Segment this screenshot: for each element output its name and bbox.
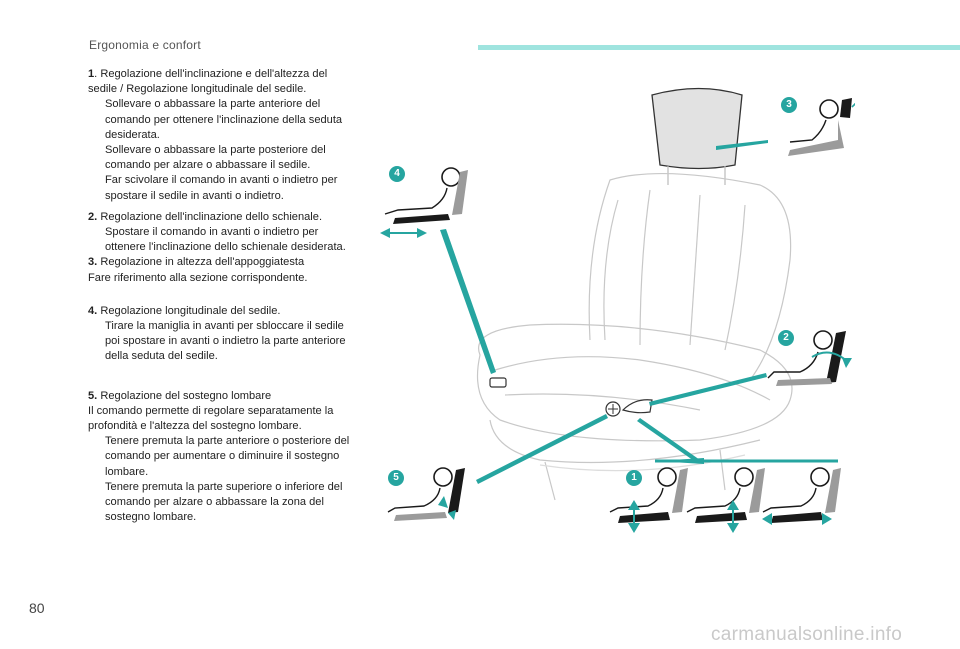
section-body: Fare riferimento alla sezione corrispond… <box>88 271 308 284</box>
pictogram-seat-height <box>686 467 765 533</box>
seat-position-control <box>621 399 653 414</box>
watermark: carmanualsonline.info <box>711 624 903 645</box>
badge-5: 5 <box>388 470 404 486</box>
pictogram-lumbar <box>387 467 465 521</box>
section-title: Regolazione longitudinale del sedile. <box>97 304 281 317</box>
badge-2: 2 <box>778 330 794 346</box>
bullet-item: Tenere premuta la parte anteriore o post… <box>105 435 350 478</box>
section-title: . Regolazione dell'inclinazione e dell'a… <box>88 68 328 96</box>
badge-1: 1 <box>626 470 642 486</box>
section-number: 1 <box>88 68 95 80</box>
section-number: 4. <box>88 304 98 317</box>
section-3: 3. Regolazione in altezza dell'appoggiat… <box>88 255 350 285</box>
section-4: 4. Regolazione longitudinale del sedile.… <box>88 304 350 365</box>
bullet-item: Far scivolare il comando in avanti o ind… <box>105 174 338 202</box>
section-2: 2. Regolazione dell'inclinazione dello s… <box>88 210 350 256</box>
section-number: 3. <box>88 256 98 269</box>
pictogram-backrest <box>767 330 852 386</box>
bullet-item: Sollevare o abbassare la parte posterior… <box>105 144 326 172</box>
section-header: Ergonomia e confort <box>89 38 201 52</box>
bullet-item: Sollevare o abbassare la parte anteriore… <box>105 98 343 141</box>
section-5: 5. Regolazione del sostegno lombare Il c… <box>88 389 350 526</box>
pictogram-headrest <box>788 98 855 156</box>
bullet-item: Tirare la maniglia in avanti per sblocca… <box>105 320 346 363</box>
section-1: 1. Regolazione dell'inclinazione e dell'… <box>88 67 350 204</box>
bullet-item: Tenere premuta la parte superiore o infe… <box>105 480 343 524</box>
header-accent-bar <box>478 45 960 50</box>
section-title: Regolazione del sostegno lombare <box>97 389 272 402</box>
badge-4: 4 <box>389 166 405 182</box>
seat-drawing <box>476 87 793 501</box>
headrest-highlight <box>651 87 743 170</box>
section-title: Regolazione dell'inclinazione dello schi… <box>97 210 323 223</box>
section-number: 5. <box>88 389 98 402</box>
pictogram-seat-tilt <box>609 467 688 533</box>
handle-control <box>489 377 507 388</box>
pictogram-seat-slide <box>762 467 841 525</box>
section-title: Regolazione in altezza dell'appoggiatest… <box>97 256 305 269</box>
callout-lines <box>440 140 838 484</box>
section-body: Il comando permette di regolare separata… <box>88 404 334 433</box>
bullet-item: Spostare il comando in avanti o indietro… <box>105 226 346 254</box>
page-number: 80 <box>29 600 45 616</box>
seat-adjustment-illustration <box>380 87 855 533</box>
instructions-column: 1. Regolazione dell'inclinazione e dell'… <box>88 67 350 525</box>
badge-3: 3 <box>781 97 797 113</box>
seat-controls <box>489 377 653 417</box>
section-number: 2. <box>88 210 98 223</box>
pictogram-longitudinal <box>380 167 468 238</box>
